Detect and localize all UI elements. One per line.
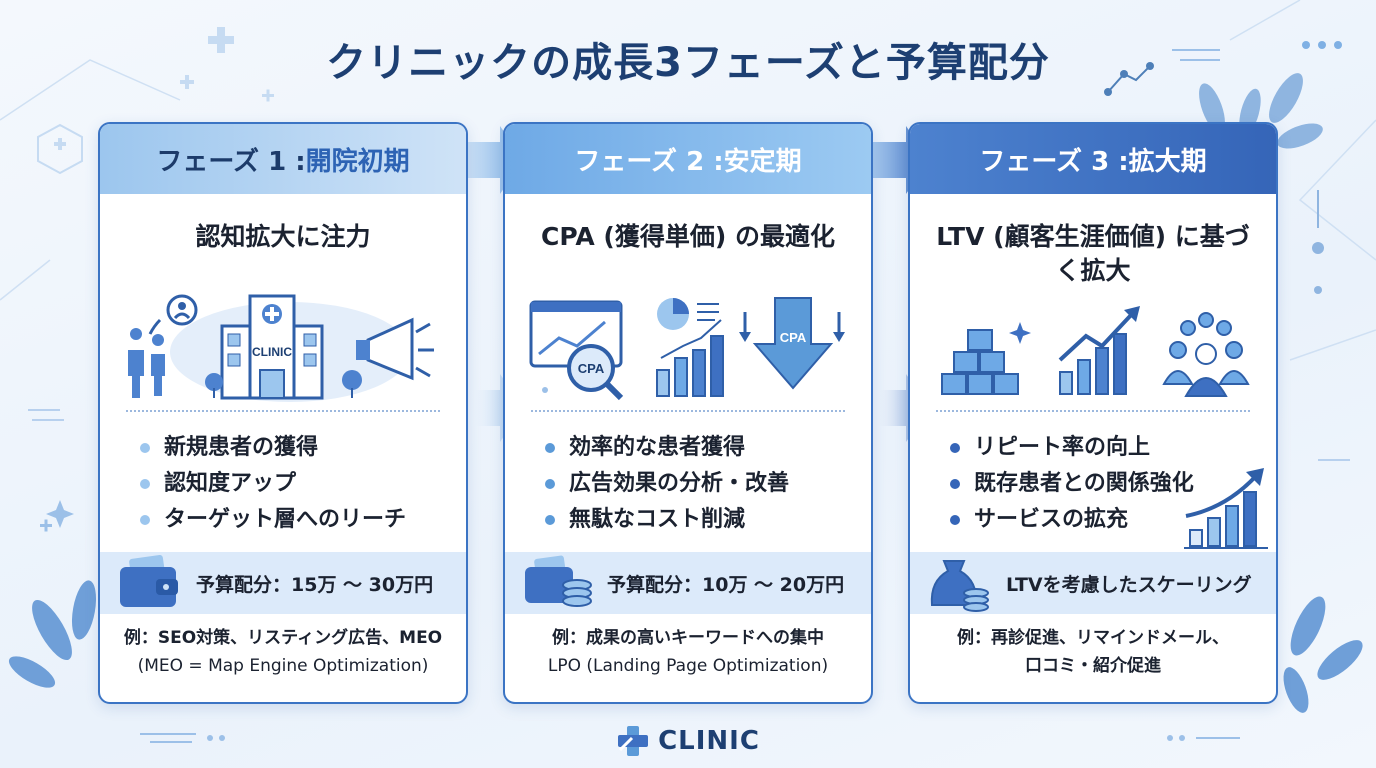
bullet-text: 認知度アップ (164, 471, 297, 496)
bullet-text: サービスの拡充 (974, 507, 1129, 532)
bullet-dot (140, 479, 150, 489)
phase-card-3: フェーズ 3 : 拡大期 LTV (顧客生涯価値) に基づく拡大 (908, 122, 1278, 704)
bullet-dot (950, 443, 960, 453)
megaphone-icon (356, 317, 434, 381)
bullet-dot (950, 515, 960, 525)
phase-subtitle: 認知拡大に注力 (195, 222, 371, 251)
phase-subtitle: CPA (獲得単価) の最適化 (541, 222, 835, 251)
example-line-2: LPO (Landing Page Optimization) (547, 656, 829, 676)
footer-logo: CLINIC (0, 724, 1376, 758)
down-arrow-icon (739, 297, 845, 390)
bullet-dot (140, 515, 150, 525)
bullet-dot (950, 479, 960, 489)
people-icon (128, 294, 198, 398)
list-item: リピート率の向上 (950, 430, 1276, 466)
phase-card-1: フェーズ 1 : 開院初期 認知拡大に注力 (98, 122, 468, 704)
phase-header-name: 拡大期 (1128, 146, 1207, 177)
phase-header-prefix: フェーズ 2 : (574, 146, 724, 177)
bullet-text: 無駄なコスト削減 (569, 507, 746, 532)
budget-text: 予算配分：15万 〜 30万円 (196, 573, 434, 596)
list-item: 広告効果の分析・改善 (545, 466, 871, 502)
analytics-magnifier-icon (529, 300, 624, 401)
phase-header-prefix: フェーズ 3 : (979, 146, 1129, 177)
list-item: 認知度アップ (140, 466, 466, 502)
phase-illustration (910, 292, 1276, 402)
divider (126, 410, 440, 412)
phase-subtitle: LTV (顧客生涯価値) に基づく拡大 (936, 222, 1250, 285)
budget-band: 予算配分：15万 〜 30万円 (100, 552, 466, 614)
bullet-text: ターゲット層へのリーチ (164, 507, 407, 532)
phase-header-name: 開院初期 (305, 146, 410, 177)
blocks-icon (941, 322, 1031, 395)
divider (936, 410, 1250, 412)
example-text: 例：成果の高いキーワードへの集中 LPO (Landing Page Optim… (505, 624, 871, 680)
clinic-illustration: CLINIC (128, 294, 434, 402)
list-item: ターゲット層へのリーチ (140, 502, 466, 538)
bullet-text: 新規患者の獲得 (164, 435, 319, 460)
bullet-dot (545, 479, 555, 489)
growth-chart-icon (1058, 306, 1140, 395)
example-text: 例：SEO対策、リスティング広告、MEO (MEO = Map Engine O… (100, 624, 466, 680)
wallet-coins-icon (525, 555, 592, 607)
clinic-label: CLINIC (252, 345, 292, 359)
phase-illustration: CPA CPA (505, 292, 871, 402)
money-bag-icon (930, 560, 989, 612)
bullet-dot (545, 443, 555, 453)
bullet-list: リピート率の向上 既存患者との関係強化 サービスの拡充 (910, 412, 1276, 538)
bullet-dot (140, 443, 150, 453)
bullet-text: 既存患者との関係強化 (974, 471, 1194, 496)
medical-cross-icon (618, 726, 649, 756)
bullet-text: 広告効果の分析・改善 (569, 471, 790, 496)
bullet-list: 効率的な患者獲得 広告効果の分析・改善 無駄なコスト削減 (505, 412, 871, 538)
cpa-illustration: CPA CPA (529, 297, 845, 401)
phase-illustration: CLINIC (100, 292, 466, 402)
example-line-1: 例：再診促進、リマインドメール、 (957, 628, 1229, 648)
divider (531, 410, 845, 412)
bullet-text: 効率的な患者獲得 (569, 435, 746, 460)
phase-card-2: フェーズ 2 : 安定期 CPA (獲得単価) の最適化 CPA (503, 122, 873, 704)
example-line-1: 例：成果の高いキーワードへの集中 (552, 628, 824, 648)
footer-text: CLINIC (658, 726, 760, 756)
bullet-text: リピート率の向上 (974, 435, 1151, 460)
example-line-2: 口コミ・紹介促進 (1025, 656, 1161, 676)
cpa-arrow-label: CPA (780, 330, 807, 345)
growth-bars-icon (1184, 468, 1268, 549)
phase-header: フェーズ 1 : 開院初期 (100, 124, 466, 194)
wallet-icon (120, 555, 178, 607)
phase-header-prefix: フェーズ 1 : (156, 146, 306, 177)
ltv-illustration (941, 306, 1250, 397)
bullet-dot (545, 515, 555, 525)
phase-header: フェーズ 2 : 安定期 (505, 124, 871, 194)
cpa-label: CPA (578, 361, 605, 376)
page-title: クリニックの成長3フェーズと予算配分 (326, 40, 1050, 86)
budget-text: 予算配分：10万 〜 20万円 (607, 573, 845, 596)
phase-header-name: 安定期 (723, 146, 802, 177)
example-line-1: 例：SEO対策、リスティング広告、MEO (123, 628, 443, 648)
phase-header: フェーズ 3 : 拡大期 (910, 124, 1276, 194)
list-item: 無駄なコスト削減 (545, 502, 871, 538)
budget-band: 予算配分：10万 〜 20万円 (505, 552, 871, 614)
bullet-list: 新規患者の獲得 認知度アップ ターゲット層へのリーチ (100, 412, 466, 538)
clinic-building-icon (205, 294, 362, 400)
budget-band: LTVを考慮したスケーリング (910, 552, 1276, 614)
budget-text: LTVを考慮したスケーリング (1006, 573, 1252, 596)
list-item: 既存患者との関係強化 (950, 466, 1276, 502)
pie-bar-chart-icon (656, 298, 724, 397)
list-item: 効率的な患者獲得 (545, 430, 871, 466)
example-line-2: (MEO = Map Engine Optimization) (137, 656, 429, 676)
list-item: サービスの拡充 (950, 502, 1276, 538)
community-icon (1162, 312, 1250, 397)
example-text: 例：再診促進、リマインドメール、 口コミ・紹介促進 (910, 624, 1276, 680)
list-item: 新規患者の獲得 (140, 430, 466, 466)
